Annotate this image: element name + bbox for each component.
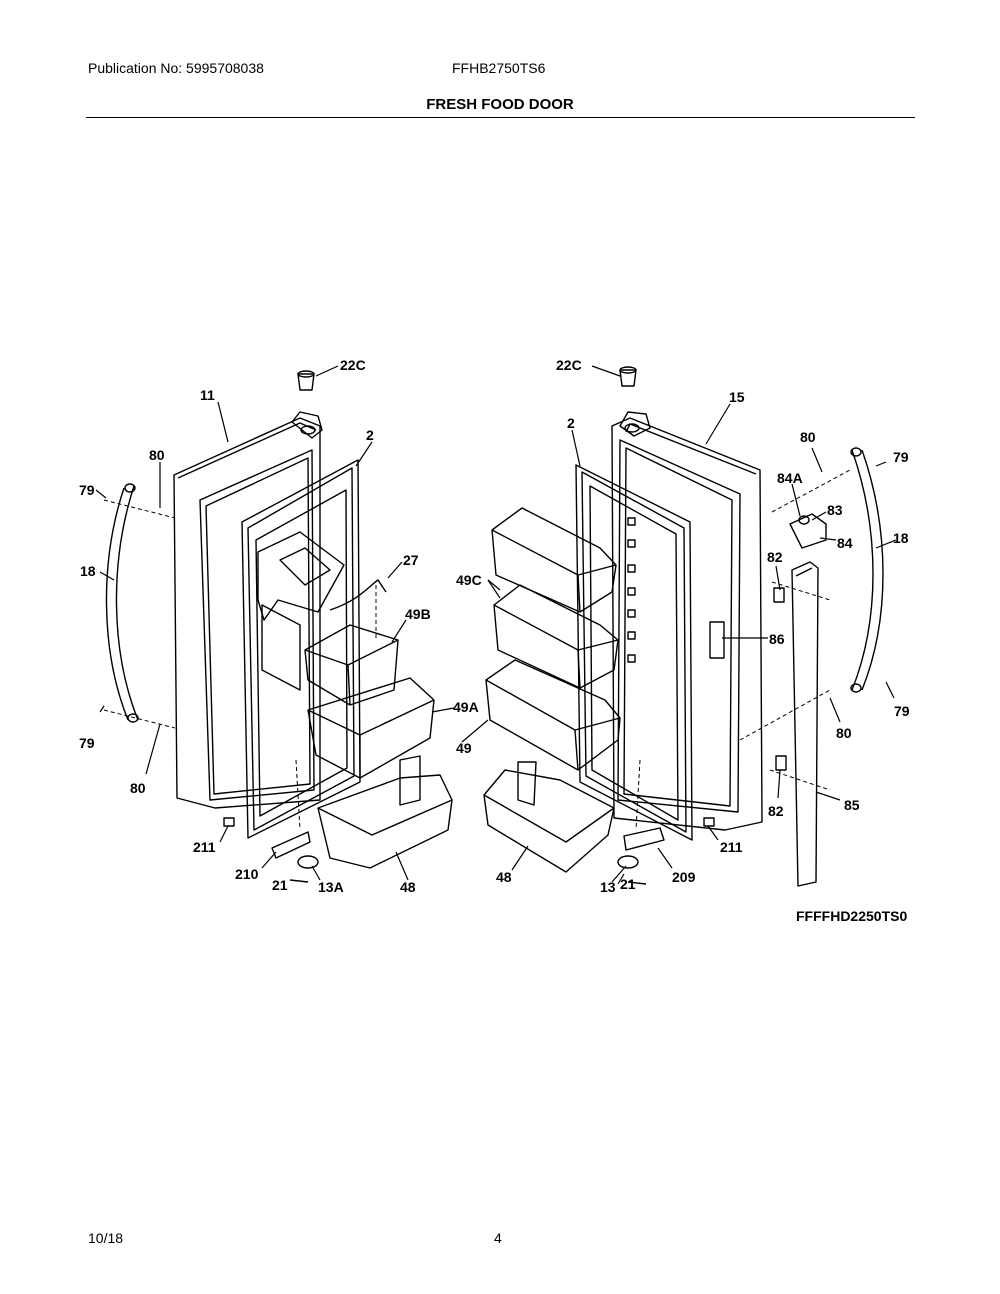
label-80-left-top: 80 [149, 447, 165, 463]
right-handle-18 [850, 447, 884, 693]
label-80-right-top: 80 [800, 429, 816, 445]
label-22c-left: 22C [340, 357, 366, 373]
left-door-outer-shell [173, 417, 321, 809]
label-210: 210 [235, 866, 259, 882]
label-27: 27 [403, 552, 419, 568]
label-48-left: 48 [400, 879, 416, 895]
model-number: FFHB2750TS6 [452, 60, 546, 76]
alignment-lines [103, 469, 851, 831]
label-79-right-top: 79 [893, 449, 909, 465]
label-211-right: 211 [720, 839, 743, 855]
right-door-outer-shell [611, 417, 763, 831]
label-86: 86 [769, 631, 785, 647]
left-bin-49a [307, 677, 435, 779]
label-82-top: 82 [767, 549, 783, 565]
label-80-right-bottom: 80 [836, 725, 852, 741]
left-bin-49b [304, 624, 399, 706]
label-22c-right: 22C [556, 357, 582, 373]
label-13a: 13A [318, 879, 344, 895]
label-49b: 49B [405, 606, 431, 622]
left-door-liner [241, 459, 361, 839]
label-84a: 84A [777, 470, 803, 486]
label-79-left-top: 79 [79, 482, 95, 498]
label-211-left: 211 [193, 839, 216, 855]
right-door-cap [619, 411, 651, 437]
label-21-right: 21 [620, 876, 636, 892]
label-84: 84 [837, 535, 853, 551]
left-handle-18 [105, 483, 139, 723]
label-11: 11 [200, 387, 215, 403]
header-rule [86, 117, 915, 118]
left-ice-chute [257, 531, 345, 691]
label-85: 85 [844, 797, 860, 813]
label-49c: 49C [456, 572, 482, 588]
right-bin-49c-top [491, 507, 617, 613]
label-21-left: 21 [272, 877, 288, 893]
label-2-right: 2 [567, 415, 575, 431]
label-2-left: 2 [366, 427, 374, 443]
label-18-left: 18 [80, 563, 96, 579]
left-pin-22c [297, 370, 315, 391]
label-49a: 49A [453, 699, 479, 715]
figure-code: FFFFHD2250TS0 [796, 908, 908, 924]
right-bin-49c-middle [493, 584, 619, 689]
left-door-cap [291, 411, 323, 439]
right-bin-49 [485, 659, 621, 771]
label-209: 209 [672, 869, 696, 885]
right-door-liner [575, 464, 693, 841]
label-79-right-bottom: 79 [894, 703, 910, 719]
left-hinge-parts [223, 817, 319, 883]
right-trim-85 [791, 561, 819, 887]
label-79-left-bottom: 79 [79, 735, 95, 751]
label-82-bottom: 82 [768, 803, 784, 819]
label-13: 13 [600, 879, 616, 895]
label-48-right: 48 [496, 869, 512, 885]
page-title: FRESH FOOD DOOR [426, 96, 574, 113]
label-15: 15 [729, 389, 745, 405]
right-hinge-parts [617, 513, 827, 885]
publication-number: Publication No: 5995708038 [88, 60, 264, 76]
left-bin-48 [317, 755, 453, 869]
label-83: 83 [827, 502, 843, 518]
water-tube-27 [329, 579, 387, 611]
right-bin-48 [483, 761, 615, 873]
right-pin-22c [619, 366, 637, 387]
page-number: 4 [494, 1230, 502, 1246]
callout-labels: 22C 11 2 80 79 18 27 49B 49A 79 80 211 2… [79, 357, 910, 895]
right-shelf-studs [627, 517, 636, 663]
label-80-left-bottom: 80 [130, 780, 146, 796]
label-49: 49 [456, 740, 472, 756]
footer-date: 10/18 [88, 1230, 124, 1246]
leader-lines [95, 365, 897, 885]
label-18-right: 18 [893, 530, 909, 546]
